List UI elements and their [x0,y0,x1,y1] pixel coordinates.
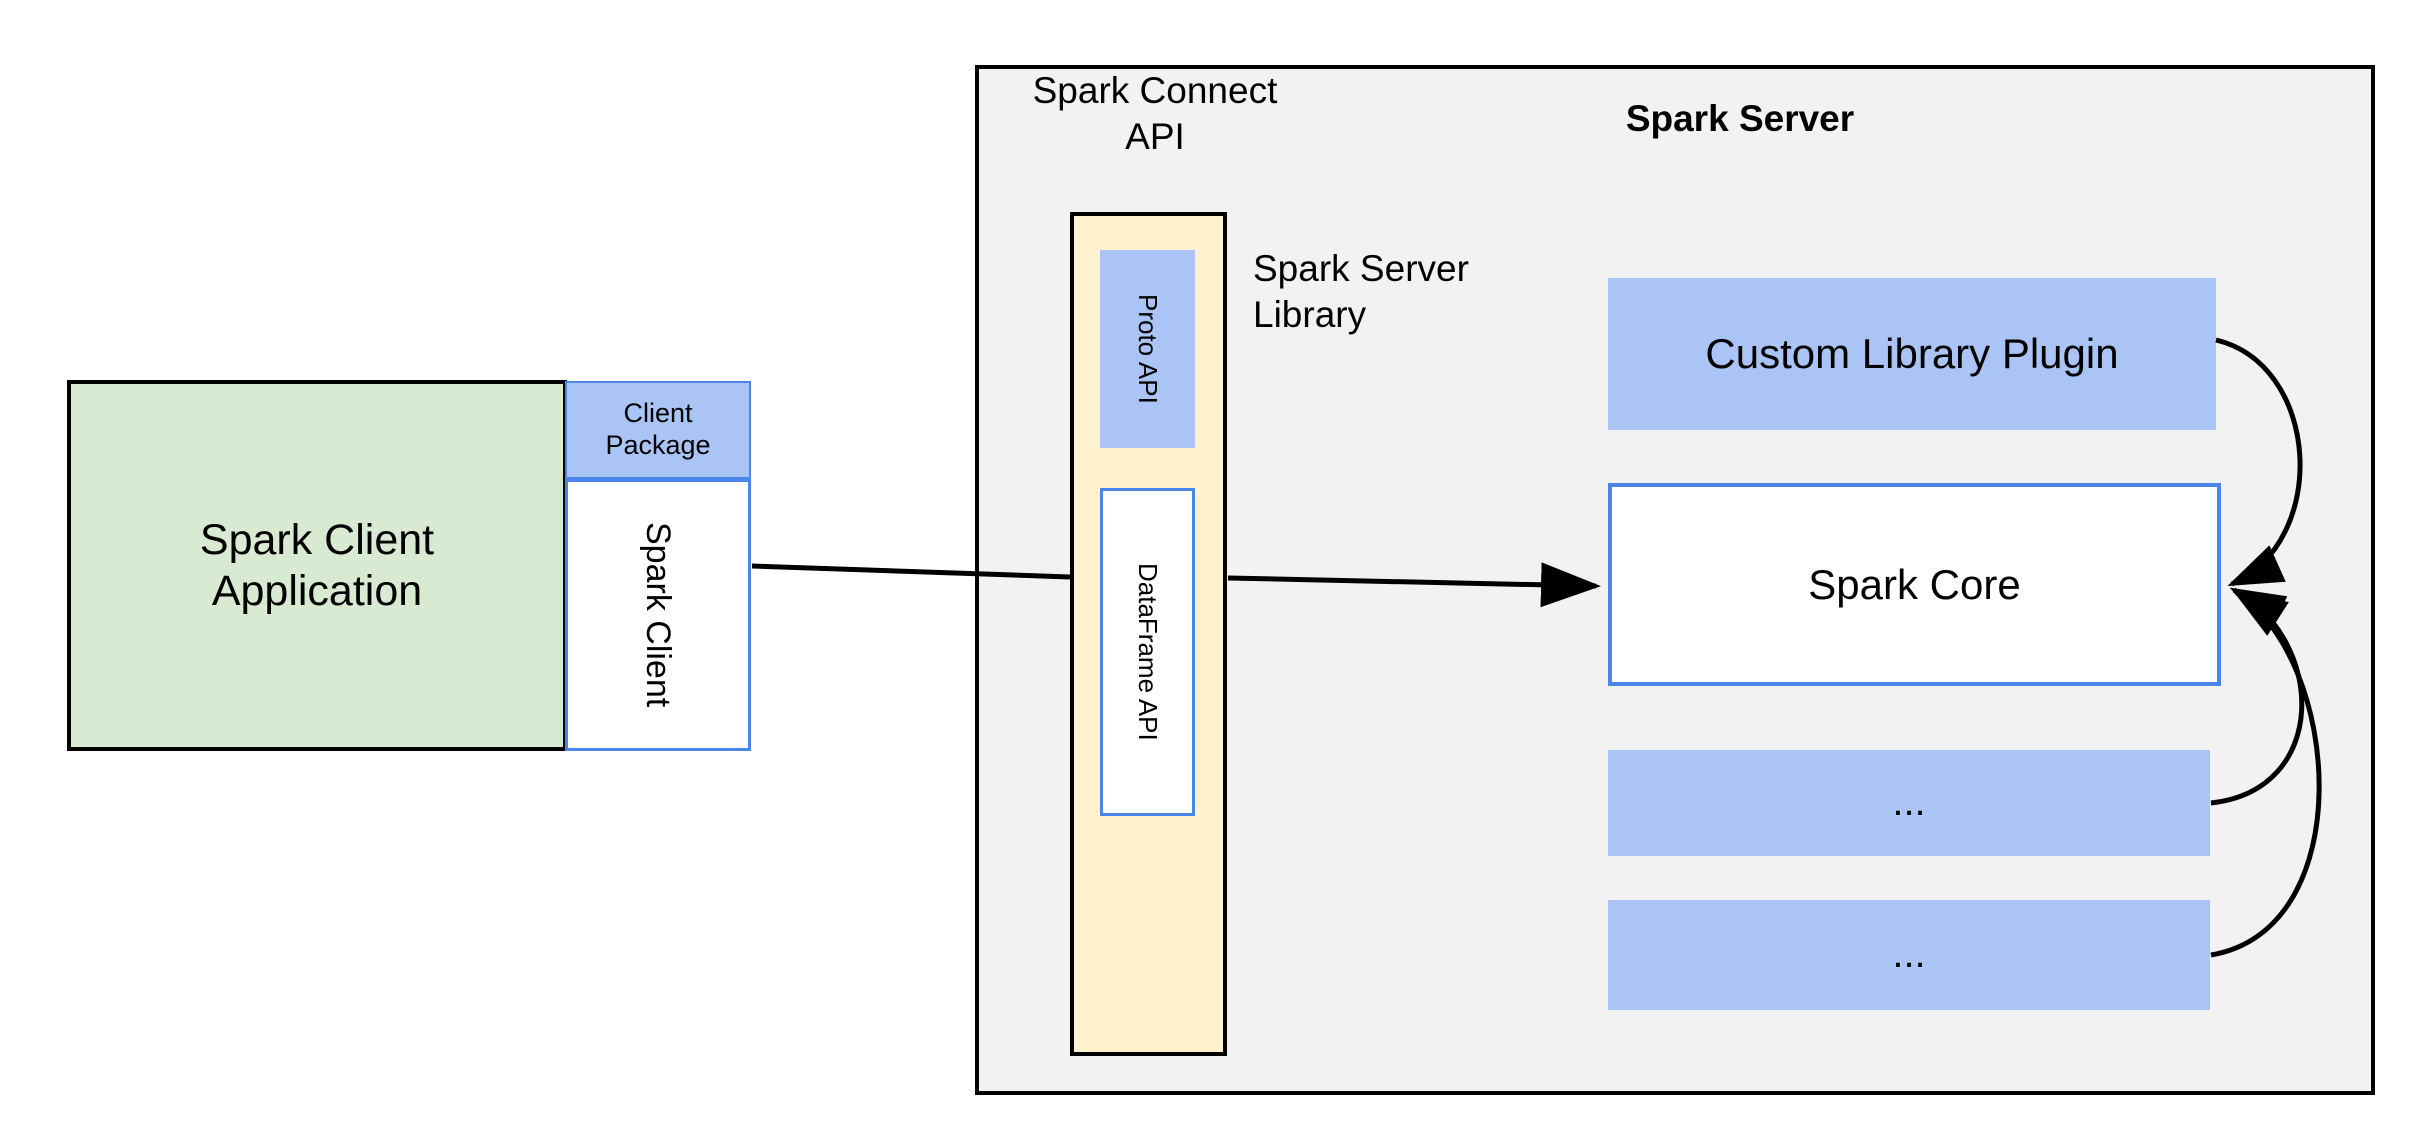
dataframe-api-label: DataFrame API [1132,563,1163,741]
spark-connect-api-label: Spark Connect API [1032,70,1278,158]
ellipsis-box-1[interactable]: ... [1608,750,2210,856]
spark-server-library-label: Spark Server Library [1253,248,1469,336]
proto-api-box[interactable]: Proto API [1100,250,1195,448]
ellipsis-box-1-label: ... [1892,780,1926,825]
spark-core-box[interactable]: Spark Core [1608,483,2221,686]
spark-core-label: Spark Core [1808,560,2021,608]
spark-client-application-box[interactable]: Spark Client Application [67,380,567,751]
ellipsis-box-2[interactable]: ... [1608,900,2210,1010]
custom-library-plugin-box[interactable]: Custom Library Plugin [1608,278,2216,430]
dataframe-api-box[interactable]: DataFrame API [1100,488,1195,816]
spark-server-title: Spark Server [1625,98,1855,139]
client-package-box[interactable]: Client Package [565,381,751,479]
proto-api-label: Proto API [1132,294,1163,404]
client-package-label: Client Package [605,398,711,460]
custom-library-plugin-label: Custom Library Plugin [1705,330,2119,378]
spark-client-box[interactable]: Spark Client [565,479,751,751]
spark-client-application-label: Spark Client Application [199,515,435,615]
ellipsis-box-2-label: ... [1892,932,1926,977]
spark-client-label: Spark Client [639,522,678,708]
